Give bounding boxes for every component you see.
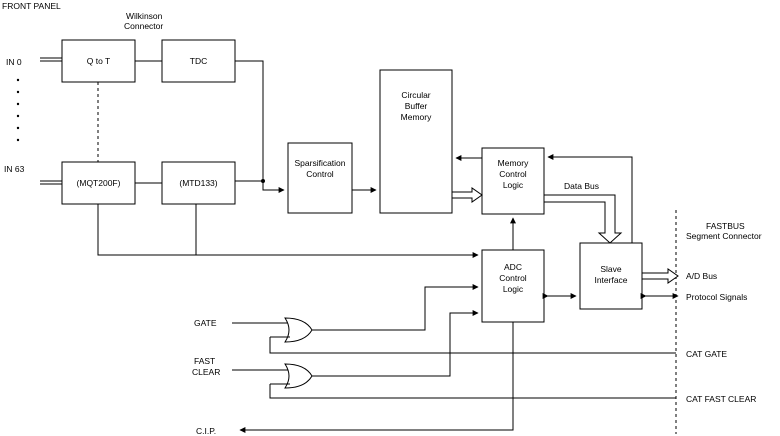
input-in63-wire: [40, 180, 62, 185]
cat-gate-wire: [269, 337, 676, 354]
slave-interface-label-line2: Interface: [594, 275, 627, 285]
sparsification-control-block: Sparsification Control: [287, 142, 353, 214]
slave-to-memory-control-arrow: [547, 154, 633, 243]
circular-buffer-memory-block: Circular Buffer Memory: [379, 69, 453, 214]
q-to-t-label: Q to T: [87, 56, 110, 66]
slave-interface-block: Slave Interface: [579, 242, 643, 310]
mtd133-label: (MTD133): [179, 178, 217, 188]
cat-fast-clear-label: CAT FAST CLEAR: [686, 394, 756, 404]
memory-control-logic-block: Memory Control Logic: [481, 147, 545, 215]
adc-control-label-line3: Logic: [503, 284, 524, 294]
mtd133-block: (MTD133): [161, 161, 236, 205]
cat-gate-label: CAT GATE: [686, 349, 727, 359]
data-bus-label: Data Bus: [564, 181, 599, 191]
sparsification-label-line2: Control: [306, 169, 334, 179]
tdc-to-sparsification-arrow: [235, 60, 285, 193]
gate-to-adc-arrow: [312, 284, 479, 331]
mqt200f-block: (MQT200F): [61, 161, 136, 205]
fastbus-label-line1: FASTBUS: [706, 221, 745, 231]
data-bus-arrow: [543, 194, 623, 244]
wire-junction-dot: [261, 179, 265, 183]
fast-clear-to-adc-arrow: [312, 310, 479, 377]
circular-buffer-label-line2: Buffer: [405, 101, 428, 111]
memory-control-label-line2: Control: [499, 169, 527, 179]
memory-control-label-line1: Memory: [498, 158, 529, 168]
gate-or-gate: [284, 317, 313, 343]
fastbus-label-line2: Segment Connector: [686, 231, 762, 241]
circular-buffer-label-line3: Memory: [401, 112, 432, 122]
gate-label: GATE: [194, 318, 217, 328]
sparsification-label-line1: Sparsification: [294, 158, 345, 168]
adc-control-logic-block: ADC Control Logic: [481, 249, 545, 323]
adc-control-label-line2: Control: [499, 273, 527, 283]
buffer-to-memory-bus-arrow: [451, 187, 483, 203]
front-panel-label: FRONT PANEL: [2, 1, 61, 11]
wilkinson-label-line2: Connector: [124, 21, 163, 31]
slave-interface-label-line1: Slave: [600, 264, 622, 274]
cip-output-arrow: [239, 322, 514, 433]
fast-clear-or-gate: [284, 363, 313, 389]
wilkinson-label-line1: Wilkinson: [126, 11, 163, 21]
circular-buffer-label-line1: Circular: [401, 90, 430, 100]
memory-control-label-line3: Logic: [503, 180, 524, 190]
tdc-block: TDC: [161, 39, 236, 83]
mqt-to-adc-arrow: [97, 204, 479, 258]
fast-clear-label-line2: CLEAR: [192, 367, 220, 377]
protocol-signals-label: Protocol Signals: [686, 292, 747, 302]
cat-fast-clear-wire: [269, 384, 676, 399]
mqt200f-label: (MQT200F): [77, 178, 121, 188]
fast-clear-label-line1: FAST: [194, 356, 215, 366]
ad-bus-arrow: [641, 268, 679, 284]
input-in63-label: IN 63: [4, 164, 25, 174]
input-in0-label: IN 0: [6, 57, 22, 67]
adc-control-label-line1: ADC: [504, 262, 522, 272]
input-in0-wire: [40, 57, 62, 62]
input-channel-dots: [16, 78, 20, 142]
tdc-label: TDC: [190, 56, 207, 66]
ad-bus-label: A/D Bus: [686, 271, 717, 281]
cip-label: C.I.P.: [196, 426, 216, 436]
q-to-t-block: Q to T: [61, 39, 136, 83]
